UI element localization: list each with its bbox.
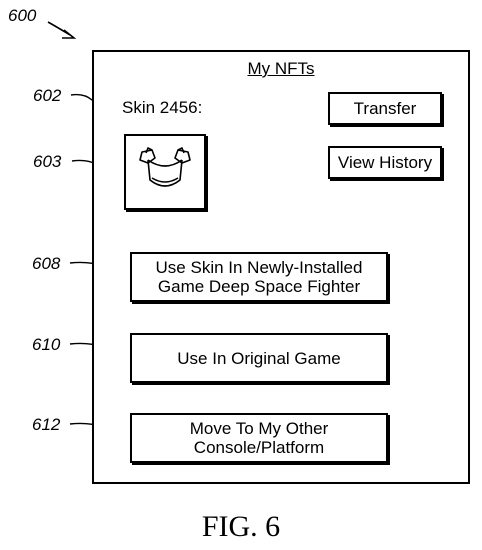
panel-title: My NFTs [94,59,468,79]
ref-612: 612 [32,415,61,434]
view-history-button[interactable]: View History [328,146,442,179]
use-in-new-game-line2: Game Deep Space Fighter [157,277,361,296]
use-in-new-game-line1: Use Skin In Newly-Installed [155,258,363,277]
move-to-other-console-button[interactable]: Move To My Other Console/Platform [130,413,388,463]
ref-603: 603 [33,152,62,171]
armor-vest-icon [139,147,191,187]
use-in-original-game-button[interactable]: Use In Original Game [130,333,388,383]
ref-600: 600 [8,6,37,25]
panel-title-text: My NFTs [247,59,315,78]
move-to-other-console-line2: Console/Platform [193,438,325,457]
figure-caption: FIG. 6 [201,510,281,543]
skin-label: Skin 2456: [122,98,203,117]
transfer-button[interactable]: Transfer [328,92,442,125]
ref-610: 610 [32,335,61,354]
use-in-new-game-button[interactable]: Use Skin In Newly-Installed Game Deep Sp… [130,252,388,302]
figure-arrowhead [62,29,77,39]
ref-602: 602 [33,86,62,105]
move-to-other-console-line1: Move To My Other [189,419,329,438]
ref-608: 608 [32,254,61,273]
skin-thumbnail[interactable] [124,134,206,210]
